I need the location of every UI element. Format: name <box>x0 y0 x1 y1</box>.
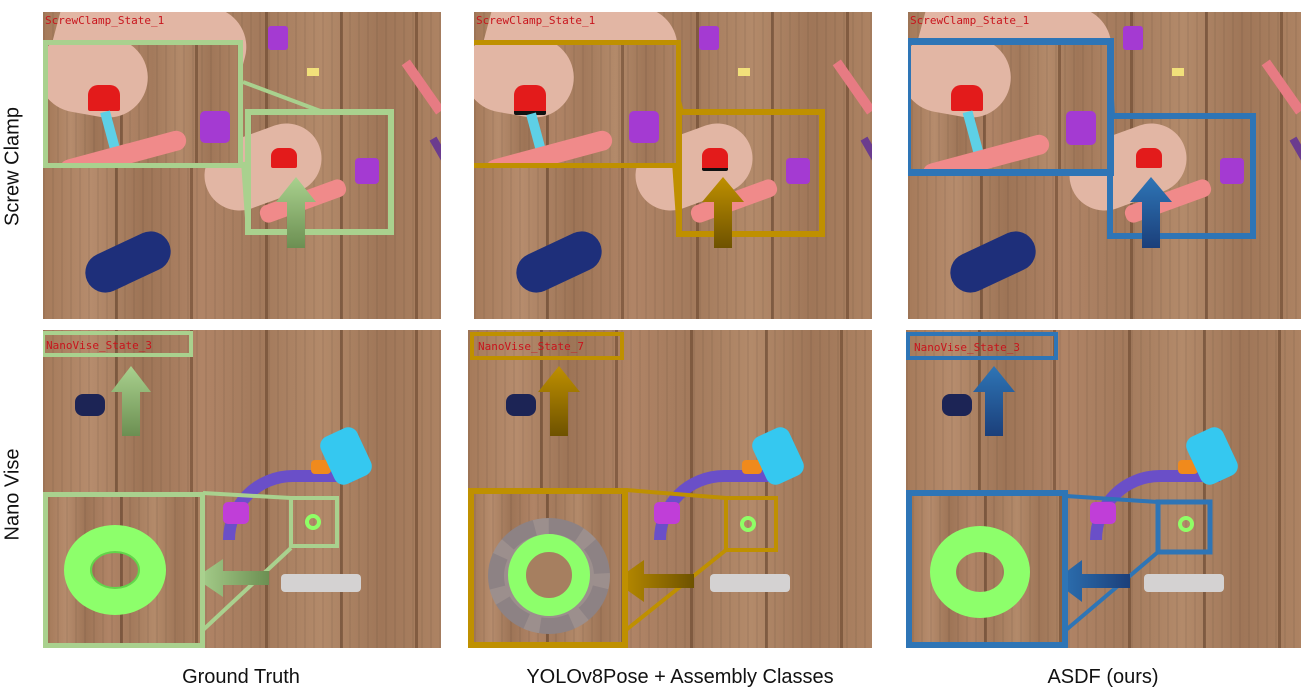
zoom-target-box <box>245 109 394 235</box>
panel-screw-clamp-ground-truth: ScrewClamp_State_1 <box>43 12 441 319</box>
state-label-box <box>470 332 624 360</box>
magenta-part <box>1090 502 1116 524</box>
panel-screw-clamp-asdf: ScrewClamp_State_1 <box>908 12 1301 319</box>
overlay <box>906 332 1213 632</box>
zoom-target-box <box>289 496 339 548</box>
state-label: ScrewClamp_State_1 <box>476 14 596 27</box>
panel-screw-clamp-yolo: ScrewClamp_State_1 <box>474 12 872 319</box>
arrow-icon <box>276 177 316 248</box>
red-screw-head <box>88 85 120 111</box>
green-ring-zoom <box>64 525 166 615</box>
grey-part <box>710 574 790 592</box>
orange-part <box>742 460 762 474</box>
panel-nano-vise-asdf: NanoVise_State_3 <box>906 330 1301 648</box>
purple-jaw <box>1220 158 1244 184</box>
state-label: NanoVise_State_7 <box>478 340 584 353</box>
arrow-icon <box>538 366 580 436</box>
arrow-icon <box>1054 560 1130 602</box>
panel-nano-vise-yolo: NanoVise_State_7 <box>468 330 872 648</box>
green-ring-zoom <box>508 534 590 616</box>
navy-nut <box>75 394 105 416</box>
magenta-part <box>223 502 249 524</box>
purple-jaw <box>786 158 810 184</box>
green-ring-zoom <box>930 526 1030 618</box>
arrow-icon <box>973 366 1015 436</box>
navy-nut <box>942 394 972 416</box>
purple-part <box>1123 26 1143 50</box>
column-label-asdf: ASDF (ours) <box>1047 666 1159 688</box>
panel-nano-vise-ground-truth: NanoVise_State_3 <box>43 330 441 648</box>
overlay <box>470 332 778 632</box>
overlay <box>43 331 339 632</box>
red-screw-head <box>514 85 546 115</box>
row-label-screw-clamp: Screw Clamp <box>1 107 24 226</box>
red-screw-head <box>702 148 728 171</box>
orange-part <box>311 460 331 474</box>
purple-jaw <box>1066 111 1096 145</box>
zoom-inset <box>906 490 1068 648</box>
overlay <box>1107 81 1256 248</box>
red-screw-head <box>1136 148 1162 168</box>
state-label: NanoVise_State_3 <box>46 339 152 352</box>
zoom-target-box <box>724 496 778 552</box>
zoom-inset <box>474 40 681 168</box>
purple-jaw <box>629 111 659 143</box>
zoom-inset <box>43 40 243 168</box>
green-ring <box>1178 516 1194 532</box>
green-ring <box>305 514 321 530</box>
state-label: ScrewClamp_State_1 <box>910 14 1030 27</box>
magenta-part <box>654 502 680 524</box>
yellow-part <box>1172 68 1184 76</box>
zoom-inset <box>908 38 1114 176</box>
state-label: ScrewClamp_State_1 <box>45 14 165 27</box>
state-label-box <box>906 332 1058 360</box>
column-label-yolo: YOLOv8Pose + Assembly Classes <box>526 666 834 688</box>
state-label: NanoVise_State_3 <box>914 341 1020 354</box>
grey-part <box>281 574 361 592</box>
zoom-inset <box>468 488 628 648</box>
grey-part <box>1144 574 1224 592</box>
purple-jaw <box>200 111 230 143</box>
purple-part <box>268 26 288 50</box>
state-label-box <box>43 331 193 357</box>
arrow-icon <box>702 177 744 248</box>
zoom-target-box <box>676 109 825 237</box>
yellow-part <box>307 68 319 76</box>
zoom-target-box <box>1155 499 1213 555</box>
arrow-icon <box>614 560 694 602</box>
purple-part <box>699 26 719 50</box>
zoom-target-box <box>1107 113 1256 239</box>
arrow-icon <box>111 366 151 436</box>
zoom-inset <box>43 492 205 648</box>
overlay <box>672 81 825 248</box>
navy-nut <box>506 394 536 416</box>
yellow-part <box>738 68 750 76</box>
column-label-ground-truth: Ground Truth <box>182 666 300 688</box>
arrow-icon <box>195 559 269 597</box>
green-ring <box>740 516 756 532</box>
red-screw-head <box>271 148 297 168</box>
overlay <box>241 80 394 248</box>
arrow-icon <box>1130 177 1172 248</box>
purple-jaw <box>355 158 379 184</box>
red-screw-head <box>951 85 983 111</box>
row-label-nano-vise: Nano Vise <box>1 448 24 541</box>
